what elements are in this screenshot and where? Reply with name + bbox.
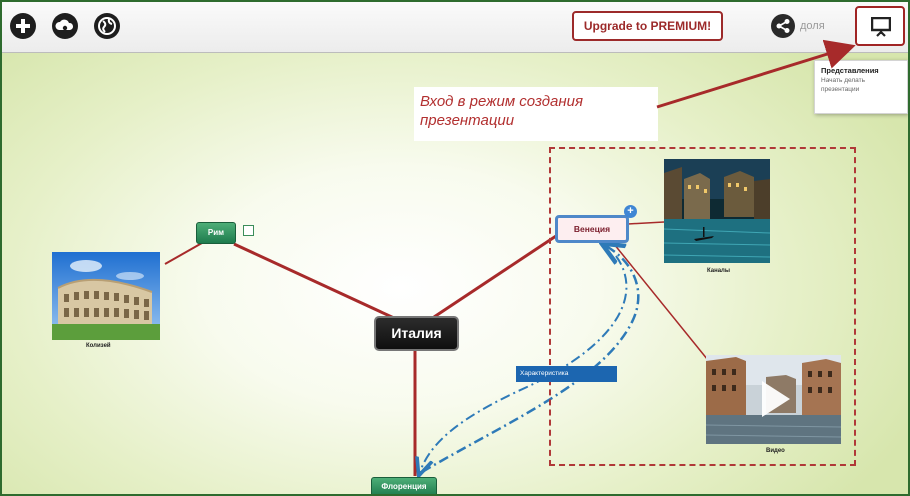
node-venice[interactable]: Венеция	[555, 215, 629, 243]
cloud-icon[interactable]	[52, 13, 78, 39]
tooltip-title: Представления	[821, 66, 879, 75]
tooltip-line2: презентации	[821, 86, 860, 93]
branch-root-venice	[433, 232, 560, 319]
share-icon[interactable]	[770, 13, 796, 39]
add-node-icon[interactable]: +	[624, 205, 637, 218]
node-florence[interactable]: Флоренция	[371, 477, 437, 494]
presentation-mode-button[interactable]	[855, 6, 905, 46]
share-label[interactable]: доля	[800, 20, 825, 32]
video-caption: Видео	[766, 448, 785, 454]
video-thumbnail[interactable]	[706, 355, 841, 444]
annotation-callout: Вход в режим создания презентации	[414, 87, 658, 141]
collapse-toggle[interactable]	[243, 225, 254, 236]
upgrade-premium-button[interactable]: Upgrade to PREMIUM!	[572, 11, 723, 41]
canals-image[interactable]	[664, 159, 770, 263]
callout-line2: презентации	[420, 112, 515, 129]
toolbar: Upgrade to PREMIUM! доля	[2, 2, 908, 53]
branch-root-rome	[233, 242, 395, 320]
colosseum-image[interactable]	[52, 252, 160, 340]
play-icon	[762, 381, 790, 417]
presentation-frame[interactable]	[549, 147, 856, 466]
add-icon[interactable]	[10, 13, 36, 39]
node-rome[interactable]: Рим	[196, 222, 236, 244]
callout-arrow	[656, 39, 856, 109]
branch-rome-colosseum	[164, 242, 203, 265]
presentation-screen-icon	[871, 17, 891, 37]
relation-link-return[interactable]	[420, 255, 628, 472]
callout-line1: Вход в режим создания	[420, 93, 583, 110]
globe-icon[interactable]	[94, 13, 120, 39]
canals-caption: Каналы	[707, 268, 730, 274]
tooltip-line1: Начать делать	[821, 77, 866, 84]
colosseum-caption: Колизей	[86, 343, 111, 349]
presentation-tooltip: Представления Начать делать презентации	[814, 60, 908, 114]
branch-venice-video	[613, 243, 717, 371]
branch-venice-canals	[627, 221, 665, 225]
relation-label[interactable]: Характеристика	[516, 366, 617, 382]
node-root[interactable]: Италия	[374, 316, 459, 351]
